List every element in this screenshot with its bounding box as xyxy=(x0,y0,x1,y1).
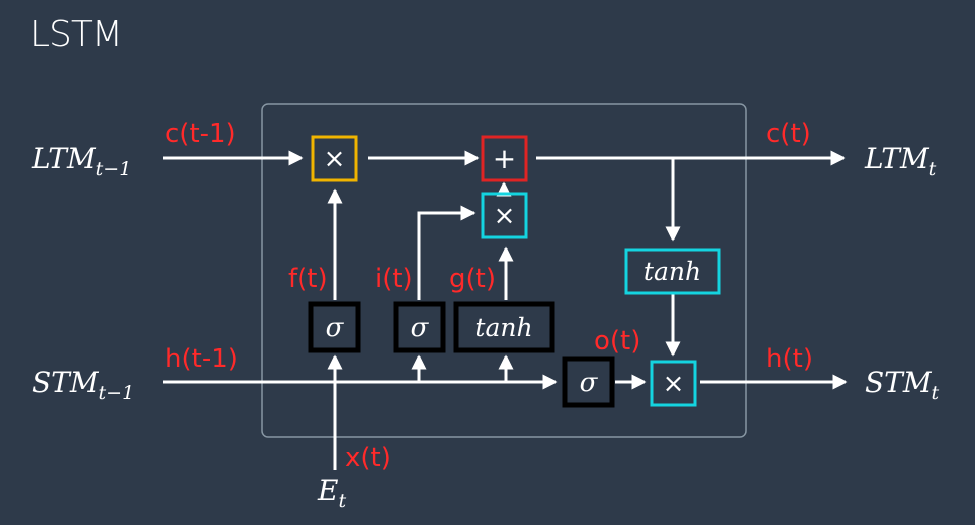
ltm-in-label: LTMt−1 xyxy=(31,142,131,180)
tanh-symbol: tanh xyxy=(475,313,532,342)
label-f-t: f(t) xyxy=(288,264,328,294)
label-i-t: i(t) xyxy=(375,264,413,294)
cell-frame xyxy=(261,103,747,438)
cell-tanh-box: tanh xyxy=(624,248,721,295)
label-h-prev: h(t-1) xyxy=(165,344,238,374)
stm-in-label: STMt−1 xyxy=(32,366,134,404)
label-x-t: x(t) xyxy=(345,443,391,473)
sigma-symbol: σ xyxy=(411,313,430,343)
label-o-t: o(t) xyxy=(594,326,640,356)
multiply-symbol: × xyxy=(663,369,685,399)
label-c-curr: c(t) xyxy=(766,119,811,149)
stm-out-label: STMt xyxy=(865,366,940,404)
forget-sigma-box: σ xyxy=(308,301,361,353)
candidate-tanh-box: tanh xyxy=(453,301,555,353)
stm-out-sub: t xyxy=(932,382,940,404)
output-sigma-box: σ xyxy=(562,356,615,408)
connections xyxy=(163,150,848,470)
label-h-curr: h(t) xyxy=(766,344,813,374)
ltm-out-label: LTMt xyxy=(864,142,937,180)
embedding-base: E xyxy=(317,474,338,507)
input-sigma-box: σ xyxy=(393,301,446,353)
stm-in-sub: t−1 xyxy=(99,382,135,404)
input-multiply-box: × xyxy=(481,192,528,239)
label-g-t: g(t) xyxy=(449,264,496,294)
arrow-input-sigma-to-multiply xyxy=(417,205,476,300)
multiply-symbol: × xyxy=(324,144,346,174)
stm-out-base: STM xyxy=(865,366,933,399)
label-c-prev: c(t-1) xyxy=(165,119,236,149)
ltm-out-sub: t xyxy=(929,158,937,180)
ltm-in-base: LTM xyxy=(31,142,97,175)
add-symbol: + xyxy=(493,142,516,175)
stm-in-base: STM xyxy=(32,366,100,399)
embedding-sub: t xyxy=(338,490,346,512)
sigma-symbol: σ xyxy=(580,368,599,398)
embedding-label: Et xyxy=(317,474,346,512)
output-multiply-box: × xyxy=(650,360,697,407)
ltm-in-sub: t−1 xyxy=(96,158,132,180)
forget-multiply-box: × xyxy=(311,135,358,182)
multiply-symbol: × xyxy=(494,201,516,231)
page-title: LSTM xyxy=(30,14,123,55)
add-box: + xyxy=(481,135,528,182)
sigma-symbol: σ xyxy=(326,313,345,343)
ltm-out-base: LTM xyxy=(864,142,930,175)
tanh-symbol: tanh xyxy=(644,257,701,286)
